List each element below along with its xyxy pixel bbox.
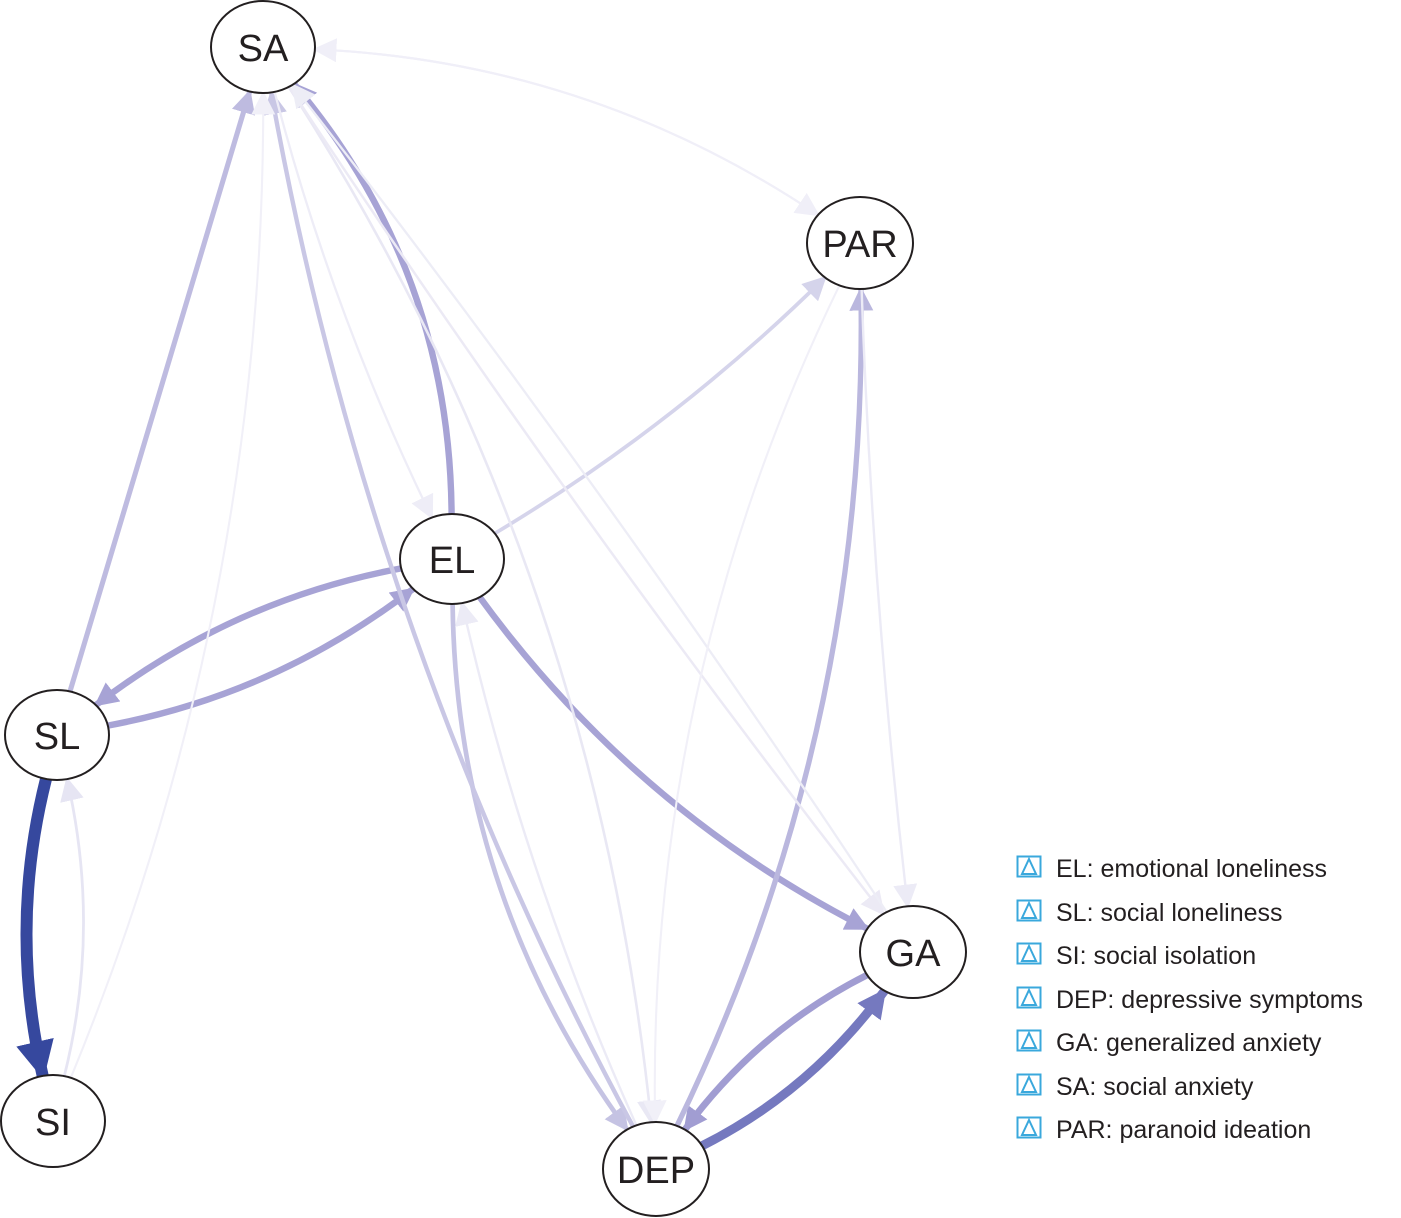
node-ga: GA [859,905,967,999]
node-circle [399,513,505,605]
nodes-layer: SA PAR EL SL SI GA DEP [0,0,967,1217]
edge-el-to-sl [93,565,402,708]
node-circle [0,1074,106,1168]
edge-sl-to-si [16,777,54,1080]
edge-sa-to-par [314,48,820,217]
delta-box-icon [1016,1026,1042,1052]
delta-box-icon [1016,1070,1042,1096]
edge-sl-to-sa [67,89,255,693]
legend-label: SL: social loneliness [1056,898,1283,927]
edge-sl-to-el [107,586,416,729]
legend-item: SA: social anxiety [1016,1070,1363,1114]
edge-el-to-ga [477,595,870,932]
edge-sa-to-el [273,91,434,520]
legend-label: SI: social isolation [1056,942,1257,970]
delta-box-icon [1016,1113,1042,1139]
node-circle [859,905,967,999]
node-si: SI [0,1074,106,1168]
edge-par-to-dep [642,284,841,1125]
legend-item: GA: generalized anxiety [1016,1026,1363,1070]
node-label: GA [886,933,942,975]
legend: EL: emotional loneliness SL: social lone… [1016,852,1363,1157]
node-circle [602,1121,710,1217]
node-sl: SL [4,689,110,781]
edge-dep-to-ga [700,988,889,1150]
delta-box-icon [1016,896,1042,922]
edges-layer [16,38,918,1150]
edge-ga-to-sa [291,83,888,913]
delta-box-icon-shape [1016,1116,1042,1139]
node-label: EL [429,540,475,582]
delta-box-icon [1016,983,1042,1009]
legend-item: SI: social isolation [1016,939,1363,983]
node-circle [806,196,914,290]
edge-el-to-sa [291,81,455,515]
edge-dep-to-par [674,286,874,1127]
node-dep: DEP [602,1121,710,1217]
edge-si-to-sa [69,90,276,1079]
node-label: SL [34,716,80,758]
legend-label: PAR: paranoid ideation [1056,1116,1312,1144]
delta-box-icon-shape [1016,1073,1042,1095]
edge-dep-to-el [455,600,638,1126]
edge-par-to-sa [312,38,819,216]
legend-label: SA: social anxiety [1056,1072,1254,1101]
node-el: EL [399,513,505,605]
edge-sa-to-dep [287,86,661,1125]
legend-label: GA: generalized anxiety [1056,1029,1322,1057]
legend-item: PAR: paranoid ideation [1016,1113,1363,1157]
legend-item: EL: emotional loneliness [1016,852,1363,896]
edge-el-to-par [493,275,827,535]
node-label: DEP [617,1150,695,1192]
delta-box-icon-shape [1016,1029,1042,1052]
edge-ga-to-dep [682,971,869,1132]
node-label: SA [238,28,289,70]
edge-si-to-sl [60,776,85,1077]
delta-box-icon-shape [1016,986,1042,1008]
legend-label: DEP: depressive symptoms [1056,985,1364,1014]
delta-box-icon [1016,939,1042,965]
node-label: SI [35,1102,71,1144]
edge-el-to-dep [450,603,629,1132]
node-par: PAR [806,196,914,290]
node-circle [4,689,110,781]
delta-box-icon [1016,852,1042,878]
node-label: PAR [822,224,897,266]
node-sa: SA [210,0,316,94]
node-circle [210,0,316,94]
delta-box-icon-shape [1016,942,1042,965]
delta-box-icon-shape [1016,899,1042,921]
edge-dep-to-sa [263,90,636,1128]
delta-box-icon-shape [1016,855,1042,878]
edge-par-to-ga [860,288,918,909]
legend-item: DEP: depressive symptoms [1016,983,1363,1027]
legend-label: EL: emotional loneliness [1056,855,1327,883]
edge-sa-to-ga [288,86,885,916]
legend-item: SL: social loneliness [1016,896,1363,940]
